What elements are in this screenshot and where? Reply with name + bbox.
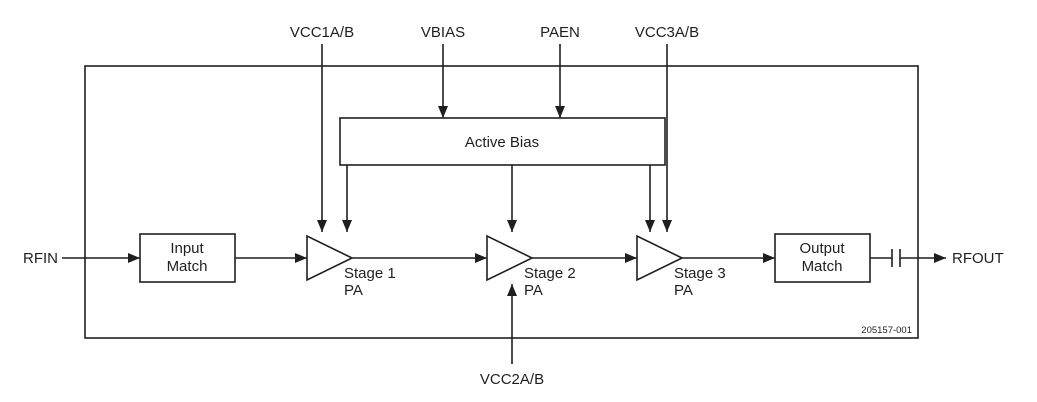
output-match-box xyxy=(774,233,871,283)
stage3-label-line2: PA xyxy=(674,282,693,299)
rfin-pin-label: RFIN xyxy=(23,250,58,267)
vcc2-pin-label: VCC2A/B xyxy=(480,371,544,388)
stage3-label-line1: Stage 3 xyxy=(674,265,726,282)
stage1-amplifier xyxy=(306,234,354,282)
rfout-pin-label: RFOUT xyxy=(952,250,1004,267)
output-match-label-line1: Output xyxy=(799,240,845,257)
active-bias-box xyxy=(339,117,666,166)
output-match-label-line2: Match xyxy=(802,258,843,275)
input-match-label-line1: Input xyxy=(170,240,204,257)
active-bias-label: Active Bias xyxy=(465,134,539,151)
part-number: 205157-001 xyxy=(861,325,912,336)
stage1-label-line2: PA xyxy=(344,282,363,299)
vbias-pin-label: VBIAS xyxy=(421,24,465,41)
stage3-amplifier xyxy=(636,234,684,282)
paen-pin-label: PAEN xyxy=(540,24,580,41)
stage2-label-line2: PA xyxy=(524,282,543,299)
input-match-box xyxy=(139,233,236,283)
input-match-label-line2: Match xyxy=(167,258,208,275)
vcc3-pin-label: VCC3A/B xyxy=(635,24,699,41)
chip-outline xyxy=(84,65,919,339)
stage2-amplifier xyxy=(486,234,534,282)
vcc1-pin-label: VCC1A/B xyxy=(290,24,354,41)
stage1-label-line1: Stage 1 xyxy=(344,265,396,282)
stage2-label-line1: Stage 2 xyxy=(524,265,576,282)
